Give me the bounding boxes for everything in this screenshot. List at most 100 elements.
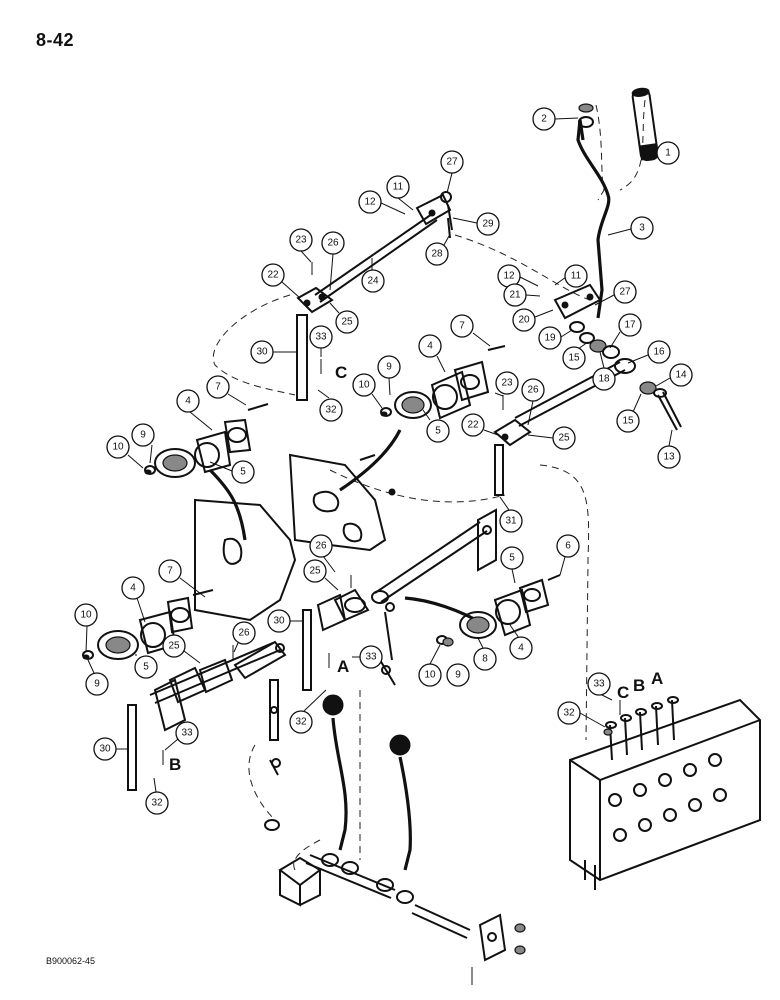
callout: 7 <box>158 559 206 598</box>
callout: 11 <box>554 264 588 288</box>
callout: 33 <box>164 721 199 751</box>
svg-text:12: 12 <box>364 197 376 208</box>
callout: 6 <box>556 534 580 576</box>
svg-text:7: 7 <box>167 566 173 577</box>
letter-b-lower: B <box>169 755 181 774</box>
svg-text:30: 30 <box>256 347 268 358</box>
callout: 32 <box>317 389 343 422</box>
svg-text:30: 30 <box>99 744 111 755</box>
svg-text:30: 30 <box>273 616 285 627</box>
svg-text:25: 25 <box>168 641 180 652</box>
callout: 4 <box>176 389 213 431</box>
callout: 10 <box>106 435 144 469</box>
svg-text:8: 8 <box>482 654 488 665</box>
callout: 15 <box>616 393 642 433</box>
callout: 32 <box>289 689 327 734</box>
callout: 33 <box>309 325 333 357</box>
lower-pivot-block <box>264 758 526 962</box>
curved-arrows <box>208 429 486 627</box>
callout: 9 <box>446 644 470 687</box>
svg-text:4: 4 <box>130 583 136 594</box>
svg-text:10: 10 <box>112 442 124 453</box>
svg-text:21: 21 <box>509 290 521 301</box>
link-30-lower <box>127 704 137 791</box>
callout: 5 <box>422 409 450 443</box>
callout: 30 <box>93 737 128 761</box>
svg-text:33: 33 <box>593 679 605 690</box>
svg-text:4: 4 <box>427 341 433 352</box>
lever-linkage <box>493 283 682 496</box>
letter-a-mid: A <box>337 657 349 676</box>
svg-text:2: 2 <box>541 114 547 125</box>
callout: 22 <box>261 263 301 299</box>
svg-text:23: 23 <box>295 235 307 246</box>
lower-left-shaft <box>127 640 287 791</box>
callout: 33 <box>352 645 383 669</box>
callout: 25 <box>329 302 359 334</box>
svg-text:9: 9 <box>140 430 146 441</box>
valve-section-letters: C A B C B A <box>169 363 663 774</box>
svg-text:12: 12 <box>503 271 515 282</box>
callout: 17 <box>609 313 642 349</box>
svg-text:17: 17 <box>624 320 636 331</box>
svg-text:4: 4 <box>518 643 524 654</box>
callout: 23 <box>494 371 519 397</box>
svg-text:9: 9 <box>455 670 461 681</box>
svg-text:25: 25 <box>558 433 570 444</box>
svg-text:10: 10 <box>424 670 436 681</box>
svg-text:32: 32 <box>325 405 337 416</box>
svg-text:24: 24 <box>367 276 379 287</box>
callout: 2 <box>532 107 579 131</box>
callout: 4 <box>418 334 446 373</box>
svg-text:20: 20 <box>518 315 530 326</box>
pivot-bushing-assembly-lower-right <box>436 574 561 647</box>
callout: 10 <box>74 603 98 653</box>
main-shaft <box>374 521 488 603</box>
svg-text:31: 31 <box>505 516 517 527</box>
svg-text:26: 26 <box>527 385 539 396</box>
callout: 30 <box>250 340 297 364</box>
svg-text:23: 23 <box>501 378 513 389</box>
svg-text:27: 27 <box>446 157 458 168</box>
callout: 20 <box>512 308 554 332</box>
link-30-mid <box>302 609 312 691</box>
svg-text:4: 4 <box>185 396 191 407</box>
callout: 27 <box>594 280 637 306</box>
page-number: 8-42 <box>36 30 75 50</box>
callout: 7 <box>206 375 247 406</box>
callout: 25 <box>162 634 201 664</box>
callout: 1 <box>649 141 680 165</box>
callout: 12 <box>497 264 539 288</box>
lower-shaft-assembly <box>302 508 497 691</box>
callout: 22 <box>461 413 499 437</box>
callout: 28 <box>425 235 450 266</box>
svg-text:5: 5 <box>240 467 246 478</box>
svg-text:11: 11 <box>393 182 404 193</box>
letter-marks <box>162 262 621 985</box>
upper-rod-assembly <box>296 191 453 401</box>
callout: 19 <box>538 326 573 350</box>
svg-text:27: 27 <box>619 287 631 298</box>
svg-text:26: 26 <box>238 628 250 639</box>
callout: 24 <box>361 258 385 293</box>
callout: 5 <box>500 546 524 584</box>
callout: 26 <box>521 378 545 426</box>
svg-text:6: 6 <box>565 541 571 552</box>
valve-ports <box>608 753 727 842</box>
joystick-left <box>322 694 348 851</box>
lever-knob <box>631 87 659 162</box>
svg-text:13: 13 <box>663 452 675 463</box>
letter-a-valve: A <box>651 669 663 688</box>
bracket-22-mid <box>493 418 532 447</box>
letter-c-valve: C <box>617 683 629 702</box>
callout: 13 <box>657 429 681 469</box>
svg-text:26: 26 <box>315 541 327 552</box>
figure-code: B900062-45 <box>46 956 96 966</box>
svg-text:32: 32 <box>151 798 163 809</box>
valve-spools <box>605 696 679 761</box>
svg-text:7: 7 <box>459 321 465 332</box>
svg-text:28: 28 <box>431 249 443 260</box>
callout: 26 <box>309 534 336 573</box>
callout: 25 <box>303 559 339 591</box>
